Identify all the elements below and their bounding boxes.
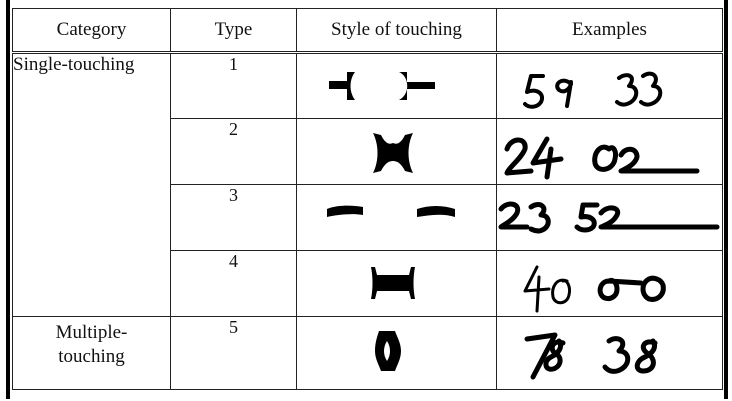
table-row: Single-touching 1 (12, 52, 723, 317)
category-multiple-touching: Multiple- touching (12, 316, 171, 390)
type-cell: 3 (170, 184, 297, 251)
style-glyph-cell (296, 316, 497, 390)
touching-style-1-glyph (329, 72, 435, 100)
touching-style-5-glyph (375, 331, 401, 371)
style-glyph-cell (296, 52, 497, 119)
type-cell: 5 (170, 316, 297, 390)
header-style: Style of touching (296, 8, 497, 54)
table-row: Multiple- touching 5 (12, 316, 723, 390)
table-row: 2 (13, 118, 723, 185)
header-examples: Examples (496, 8, 723, 54)
example-cell (496, 52, 723, 119)
example-cell (496, 118, 723, 185)
handwritten-example (523, 71, 663, 109)
table-row: 3 (13, 184, 723, 251)
category-line: touching (58, 346, 125, 367)
example-cell (496, 316, 723, 390)
handwritten-example (504, 136, 700, 180)
touching-types-table: Category Type Style of touching Examples… (12, 8, 723, 390)
style-glyph-cell (296, 250, 497, 317)
header-type: Type (170, 8, 297, 54)
example-cell (496, 250, 723, 317)
type-cell: 4 (170, 250, 297, 317)
category-single-touching: Single-touching (12, 52, 171, 317)
example-cell (496, 184, 723, 251)
handwritten-example (523, 265, 666, 313)
category-line: Multiple- (55, 322, 128, 343)
handwritten-example (498, 201, 720, 234)
type-cell: 1 (170, 52, 297, 119)
touching-style-4-glyph (371, 267, 415, 299)
header-category: Category (12, 8, 171, 54)
header-row: Category Type Style of touching Examples (12, 8, 723, 54)
touching-style-2-glyph (373, 133, 413, 173)
style-glyph-cell (296, 118, 497, 185)
page-frame (6, 0, 728, 399)
style-glyph-cell (296, 184, 497, 251)
touching-style-3-glyph (327, 205, 455, 217)
type-cell: 2 (170, 118, 297, 185)
handwritten-example (524, 332, 658, 380)
